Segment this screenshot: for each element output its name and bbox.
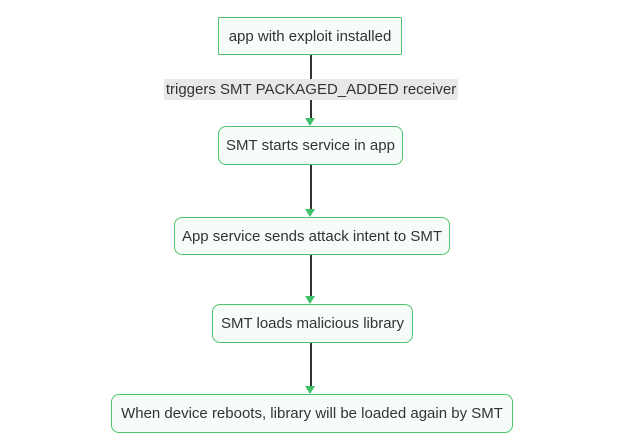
arrowhead-down-icon [305, 209, 315, 217]
node-label: When device reboots, library will be loa… [121, 405, 503, 422]
edge-line-c-to-d [310, 255, 312, 297]
node-smt-loads-malicious-library: SMT loads malicious library [212, 304, 413, 343]
node-app-service-sends-attack-intent: App service sends attack intent to SMT [174, 217, 450, 255]
arrowhead-down-icon [305, 386, 315, 394]
edge-line-d-to-e [310, 343, 312, 387]
node-smt-starts-service-in-app: SMT starts service in app [218, 126, 403, 165]
node-label: app with exploit installed [228, 27, 392, 45]
node-label: SMT loads malicious library [220, 315, 405, 332]
edge-label-triggers-receiver: triggers SMT PACKAGED_ADDED receiver [163, 79, 459, 100]
node-app-with-exploit-installed: app with exploit installed [218, 17, 402, 55]
node-label: SMT starts service in app [226, 137, 395, 154]
node-library-loaded-again-on-reboot: When device reboots, library will be loa… [111, 394, 513, 433]
node-label: App service sends attack intent to SMT [181, 227, 443, 245]
arrowhead-down-icon [305, 118, 315, 126]
arrowhead-down-icon [305, 296, 315, 304]
edge-line-b-to-c [310, 165, 312, 210]
